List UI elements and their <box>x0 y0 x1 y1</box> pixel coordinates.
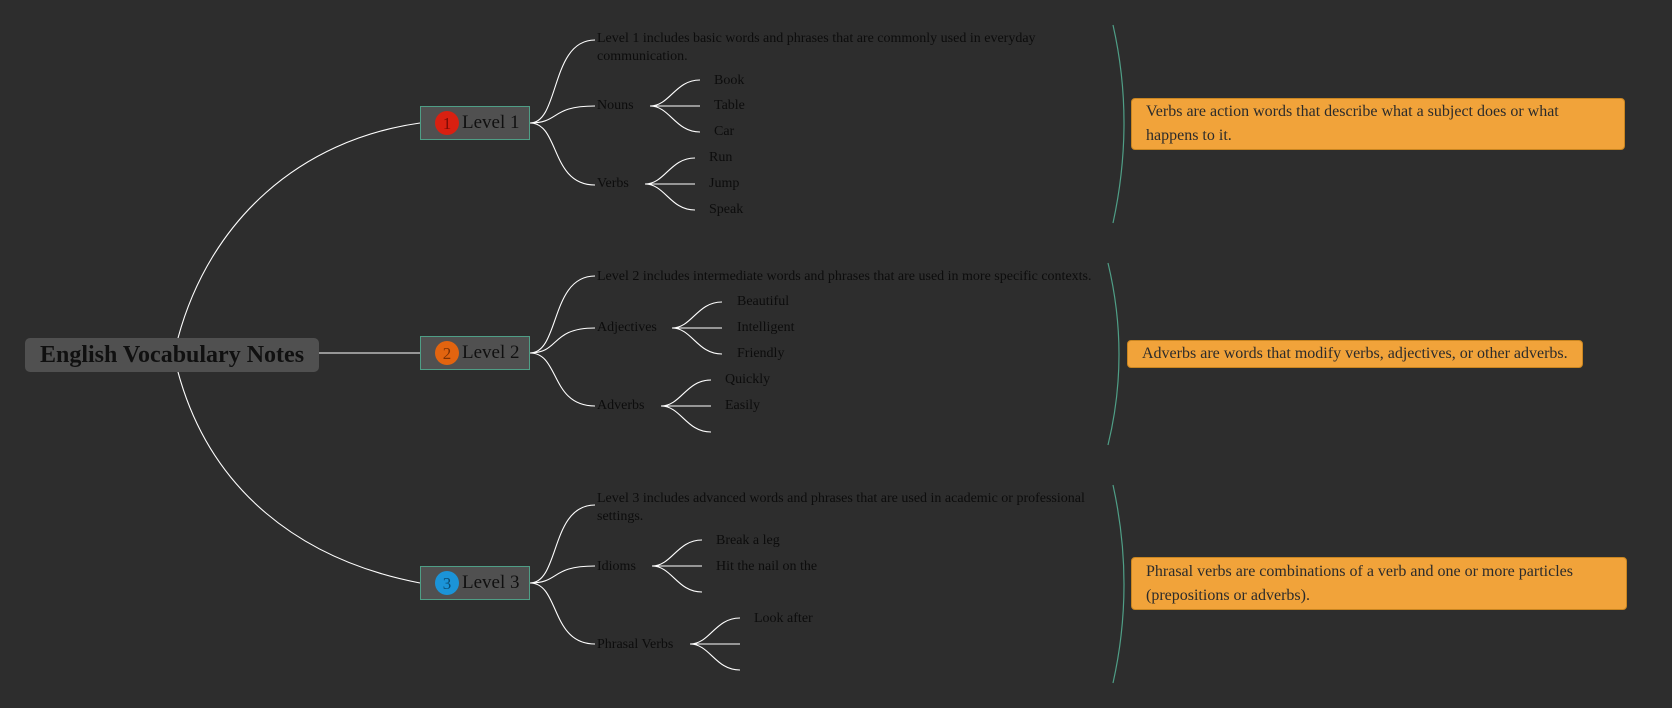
level-1-number-badge: 1 <box>435 111 459 135</box>
level-3-label: Level 3 <box>462 572 520 593</box>
connector-idioms-item-3 <box>651 565 703 593</box>
level-2-summary-note[interactable]: Adverbs are words that modify verbs, adj… <box>1127 340 1583 368</box>
level-2-adjectives-item-2[interactable]: Intelligent <box>737 320 795 335</box>
connector-level-2-branch-2 <box>529 327 596 354</box>
level-2-group-adjectives[interactable]: Adjectives <box>597 320 657 335</box>
connector-root-level-1 <box>177 122 421 339</box>
level-1-summary-note[interactable]: Verbs are action words that describe wha… <box>1131 98 1625 150</box>
connector-level-2-branch-3 <box>529 352 596 407</box>
connector-adverbs-item-1 <box>660 379 712 407</box>
connector-idioms-item-1 <box>651 539 703 567</box>
level-3-group-phrasal-verbs[interactable]: Phrasal Verbs <box>597 637 674 652</box>
level-1-nouns-item-2[interactable]: Table <box>714 98 745 113</box>
connector-adverbs-item-3 <box>660 405 712 433</box>
level-2-adjectives-item-3[interactable]: Friendly <box>737 346 785 361</box>
level-3-summary-text: Phrasal verbs are combinations of a verb… <box>1146 562 1573 604</box>
level-1-topic[interactable]: 1 Level 1 <box>420 106 530 140</box>
level-3-idioms-item-1[interactable]: Break a leg <box>716 533 780 548</box>
connector-nouns-item-3 <box>649 105 701 133</box>
connector-adjectives-item-1 <box>671 301 723 329</box>
level-3-number-badge: 3 <box>435 571 459 595</box>
summary-bracket-level-2 <box>1107 262 1120 446</box>
root-topic-label: English Vocabulary Notes <box>39 341 305 368</box>
summary-bracket-level-3 <box>1112 484 1125 684</box>
connector-level-1-branch-2 <box>529 105 596 124</box>
level-1-label: Level 1 <box>462 112 520 133</box>
connector-verbs-item-3 <box>644 183 696 211</box>
connector-level-1-branch-3 <box>529 122 596 186</box>
level-1-summary-text: Verbs are action words that describe wha… <box>1146 103 1559 144</box>
level-2-description[interactable]: Level 2 includes intermediate words and … <box>597 269 1092 284</box>
level-1-verbs-item-1[interactable]: Run <box>709 150 733 165</box>
connector-level-1-branch-1 <box>529 39 596 124</box>
root-topic[interactable]: English Vocabulary Notes <box>25 338 319 372</box>
connector-nouns-item-1 <box>649 79 701 107</box>
level-1-group-verbs[interactable]: Verbs <box>597 176 629 191</box>
level-2-adverbs-item-2[interactable]: Easily <box>725 398 760 413</box>
connector-level-3-branch-1 <box>529 504 596 584</box>
connector-level-2-branch-1 <box>529 275 596 354</box>
level-2-group-adverbs[interactable]: Adverbs <box>597 398 645 413</box>
connector-phrasal-verbs-item-1 <box>689 617 741 645</box>
level-3-description[interactable]: Level 3 includes advanced words and phra… <box>597 491 1085 524</box>
connector-level-3-branch-3 <box>529 582 596 645</box>
level-3-idioms-item-2[interactable]: Hit the nail on the <box>716 559 818 574</box>
level-1-nouns-item-1[interactable]: Book <box>714 73 745 88</box>
level-2-summary-text: Adverbs are words that modify verbs, adj… <box>1142 345 1568 362</box>
level-2-topic[interactable]: 2 Level 2 <box>420 336 530 370</box>
level-3-phrasal-verbs-item-1[interactable]: Look after <box>754 611 813 626</box>
level-3-summary-note[interactable]: Phrasal verbs are combinations of a verb… <box>1131 557 1627 610</box>
level-2-adjectives-item-1[interactable]: Beautiful <box>737 294 790 309</box>
connector-level-3-branch-2 <box>529 565 596 584</box>
level-1-nouns-item-3[interactable]: Car <box>714 124 735 139</box>
level-2-adverbs-item-1[interactable]: Quickly <box>725 372 771 387</box>
level-3-group-idioms[interactable]: Idioms <box>597 559 636 574</box>
connector-phrasal-verbs-item-3 <box>689 643 741 671</box>
summary-bracket-level-1 <box>1112 24 1125 224</box>
connector-verbs-item-1 <box>644 157 696 185</box>
level-1-verbs-item-3[interactable]: Speak <box>709 202 744 217</box>
level-3-topic[interactable]: 3 Level 3 <box>420 566 530 600</box>
level-2-number-badge: 2 <box>435 341 459 365</box>
level-1-description[interactable]: Level 1 includes basic words and phrases… <box>597 31 1036 64</box>
connector-adjectives-item-3 <box>671 327 723 355</box>
connector-root-level-3 <box>177 371 421 584</box>
level-2-label: Level 2 <box>462 342 520 363</box>
level-1-verbs-item-2[interactable]: Jump <box>709 176 740 191</box>
level-1-group-nouns[interactable]: Nouns <box>597 98 634 113</box>
